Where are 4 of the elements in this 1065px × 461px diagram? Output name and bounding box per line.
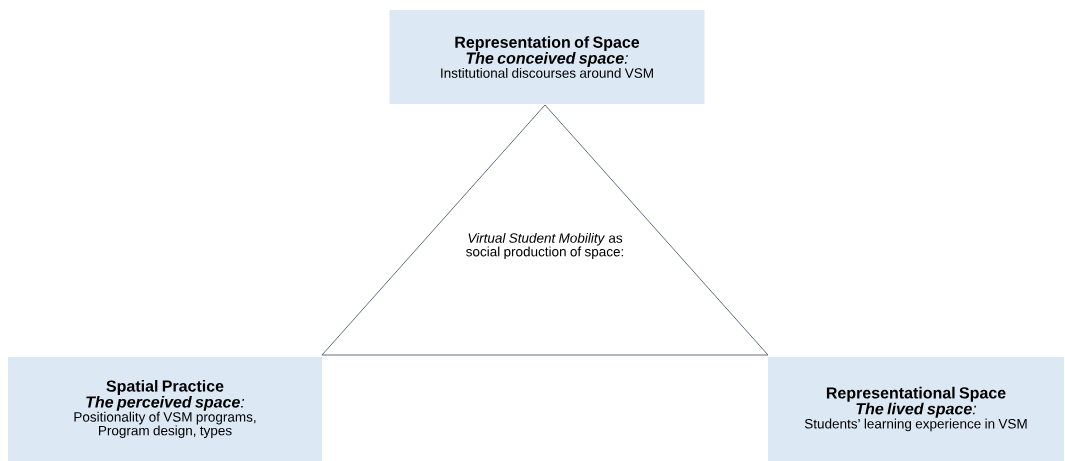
concept-box: Representational Space The lived space: Students’ learning experience in VSM: [768, 357, 1064, 461]
concept-box: Representation of Space The conceived space: Institutional discourses around VSM: [389, 10, 705, 104]
triangle: Virtual Student Mobility as social production of space:: [321, 104, 769, 356]
concept-box: Spatial Practice The perceived space: Positionality of VSM programs, Program design, types: [8, 357, 322, 461]
